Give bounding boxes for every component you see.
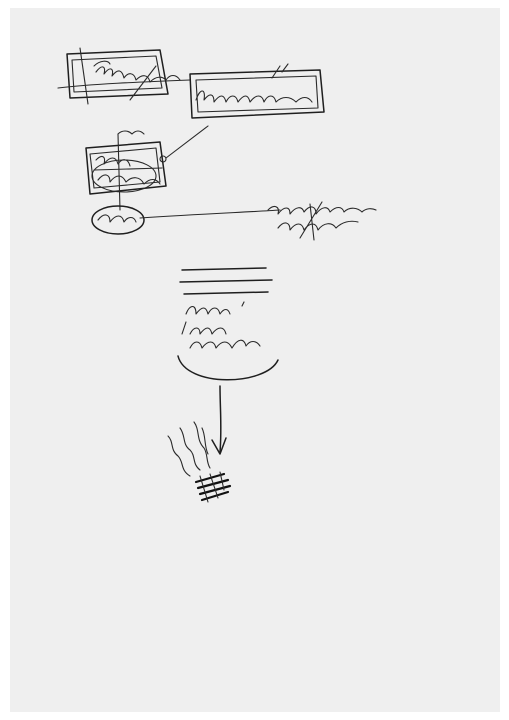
wavy-lines	[168, 422, 210, 476]
paper-sheet	[10, 8, 500, 712]
handwriting-right-scribble	[268, 202, 376, 240]
arc-bowl	[178, 356, 278, 380]
connector-line-horizontal	[140, 210, 280, 218]
handwriting-top-right	[196, 64, 312, 102]
arrow-down	[212, 386, 226, 454]
handwriting-note-center	[182, 302, 260, 348]
handwriting-top-left	[94, 61, 180, 82]
stacked-lines	[180, 268, 272, 294]
hatched-block	[196, 472, 230, 502]
sketch-box-middle	[86, 134, 166, 210]
hand-drawn-diagram	[10, 8, 500, 712]
handwriting-middle	[96, 131, 160, 184]
sketch-ellipse-lower	[92, 206, 144, 234]
connector-line-upper	[166, 126, 208, 158]
sketch-box-top-right	[190, 70, 324, 118]
